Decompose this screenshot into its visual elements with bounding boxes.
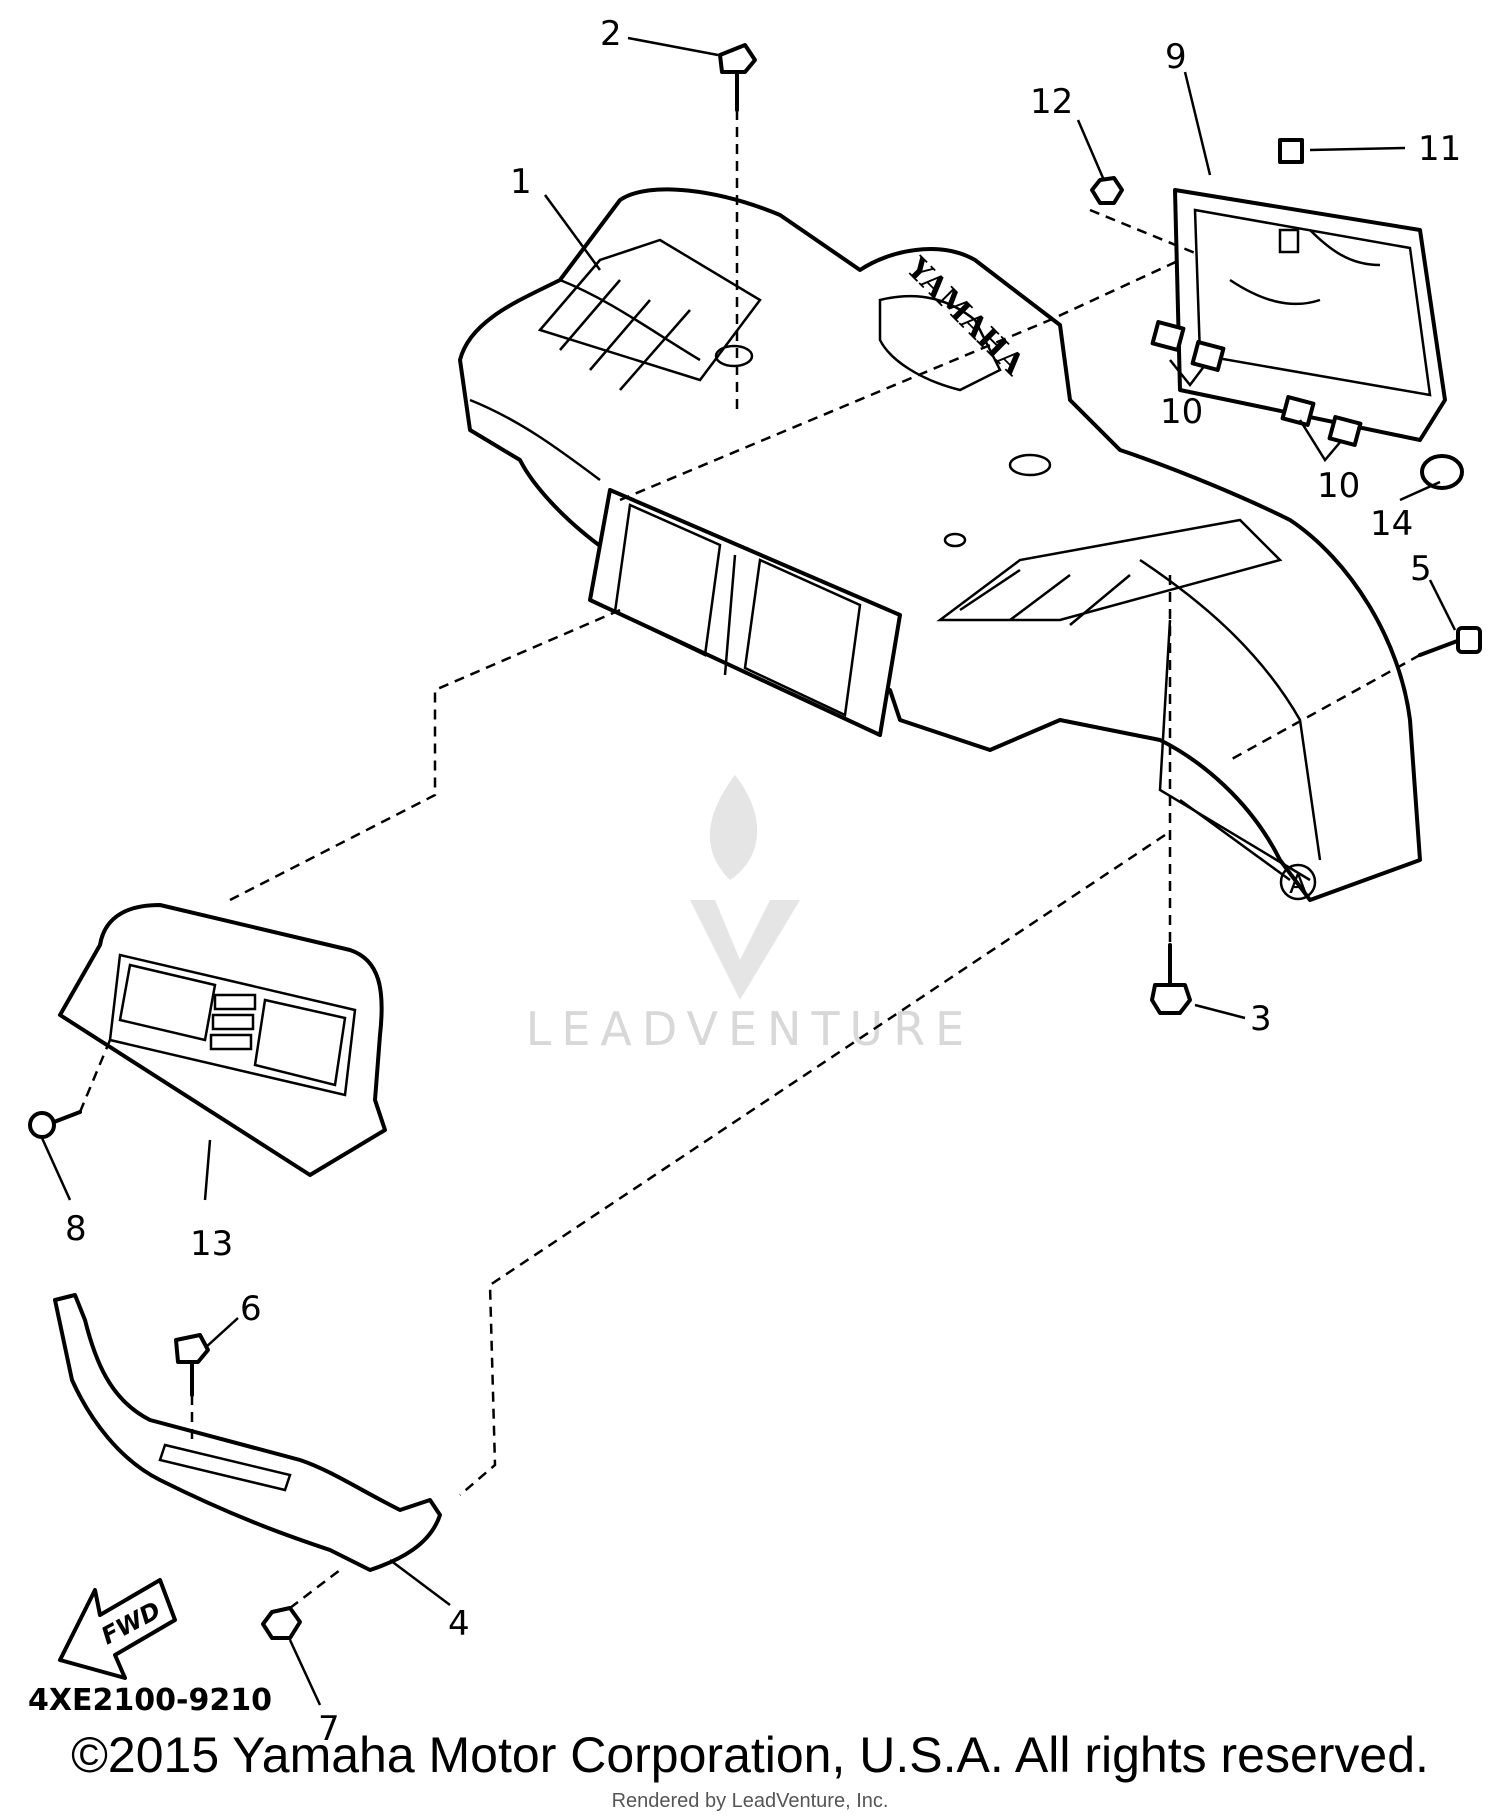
diagram-code: 4XE2100-9210 xyxy=(28,1683,272,1718)
bolt-part-6[interactable] xyxy=(174,1333,210,1397)
callout-3: 3 xyxy=(1250,999,1272,1039)
callout-10a: 10 xyxy=(1160,392,1203,432)
rear-light-panel-part[interactable] xyxy=(1173,188,1447,442)
callout-8: 8 xyxy=(65,1209,87,1249)
callout-6: 6 xyxy=(240,1289,262,1329)
callout-1: 1 xyxy=(510,162,532,202)
callout-5: 5 xyxy=(1410,549,1432,589)
nut-part-12[interactable] xyxy=(1090,176,1124,205)
fwd-arrow-icon: FWD xyxy=(58,1578,177,1680)
fender-headlight-housing xyxy=(588,488,902,737)
assembly-lines xyxy=(78,110,1421,1609)
callout-labels: 1 2 3 4 5 6 7 8 9 10 10 11 12 13 14 A xyxy=(65,14,1461,1749)
callout-11: 11 xyxy=(1418,129,1461,169)
callout-a: A xyxy=(1289,870,1307,900)
rendered-by-text: Rendered by LeadVenture, Inc. xyxy=(611,1790,889,1812)
grommet-part[interactable] xyxy=(1420,454,1464,490)
copyright-notice: ©2015 Yamaha Motor Corporation, U.S.A. A… xyxy=(71,1727,1429,1783)
nut-part-7[interactable] xyxy=(261,1606,302,1640)
bolt-part-2[interactable] xyxy=(718,43,757,112)
headlight-bezel-part[interactable] xyxy=(58,903,387,1177)
bulb-part[interactable] xyxy=(1150,320,1363,447)
callout-7: 7 xyxy=(318,1709,340,1749)
callout-10b: 10 xyxy=(1317,466,1360,506)
watermark-text: LEADVENTURE xyxy=(526,1002,975,1056)
bolt-part-5[interactable] xyxy=(1418,626,1482,657)
callout-4: 4 xyxy=(448,1604,470,1644)
front-guard-part[interactable] xyxy=(53,1293,442,1572)
watermark-logo-icon xyxy=(690,775,800,1000)
callout-13: 13 xyxy=(190,1224,233,1264)
bolt-part-3[interactable] xyxy=(1150,943,1192,1015)
reference-a-circle xyxy=(1279,863,1317,901)
callout-2: 2 xyxy=(600,14,622,54)
leader-lines xyxy=(40,36,1457,1706)
callout-12: 12 xyxy=(1030,82,1073,122)
clip-part[interactable] xyxy=(1278,138,1304,164)
screw-part-8[interactable] xyxy=(28,1110,82,1139)
callout-9: 9 xyxy=(1165,37,1187,77)
callout-14: 14 xyxy=(1370,504,1413,544)
front-fender-part[interactable]: YAMAHA xyxy=(458,187,1422,902)
